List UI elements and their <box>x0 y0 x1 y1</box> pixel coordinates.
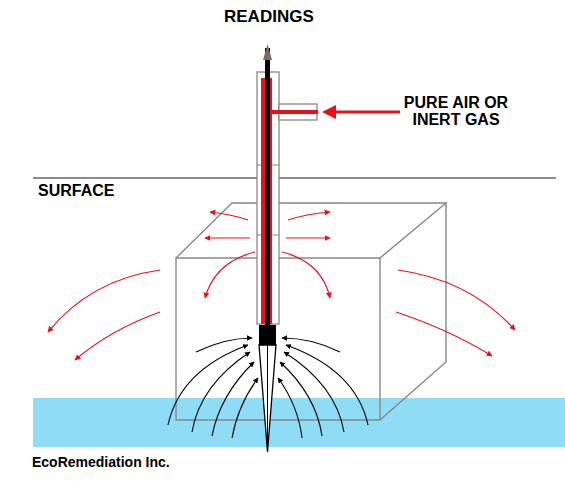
company-credit: EcoRemediation Inc. <box>32 455 170 470</box>
surface-line <box>33 177 556 178</box>
probe <box>257 44 318 452</box>
vapor-flow-arrows <box>168 338 368 438</box>
input-label: PURE AIR OR INERT GAS <box>392 95 520 129</box>
soil-cube <box>176 203 446 420</box>
surface-label: SURFACE <box>38 183 114 200</box>
gas-inlet-arrow <box>322 105 400 119</box>
output-label: READINGS <box>224 8 314 26</box>
gas-flow-arrows <box>48 212 515 360</box>
